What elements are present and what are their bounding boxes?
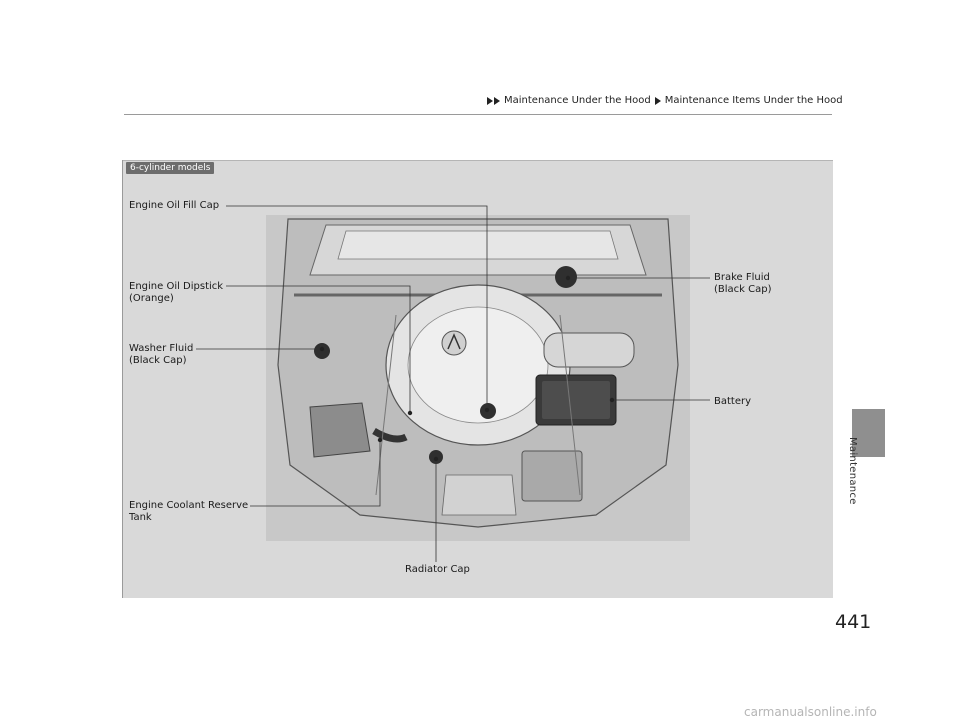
- label-washer-fluid-line2: (Black Cap): [129, 355, 187, 366]
- engine-bay-illustration: [277, 218, 679, 528]
- label-brake-fluid-line2: (Black Cap): [714, 284, 772, 295]
- breadcrumb-arrow-icon: [487, 96, 500, 105]
- header-divider: [124, 114, 832, 115]
- panel-top-border: [122, 160, 833, 161]
- label-radiator-cap: Radiator Cap: [405, 564, 470, 575]
- label-engine-oil-dipstick: Engine Oil Dipstick (Orange): [129, 281, 223, 305]
- label-engine-oil-fill-cap: Engine Oil Fill Cap: [129, 200, 220, 211]
- label-washer-fluid: Washer Fluid (Black Cap): [129, 343, 193, 367]
- panel-left-border: [122, 160, 123, 598]
- page-number: 441: [835, 611, 872, 633]
- section-tab-label[interactable]: Maintenance: [847, 437, 858, 505]
- section-tab-marker: [852, 409, 885, 457]
- breadcrumb-separator-icon: [654, 96, 661, 105]
- label-brake-fluid: Brake Fluid (Black Cap): [714, 272, 772, 296]
- label-brake-fluid-line1: Brake Fluid: [714, 272, 770, 283]
- label-engine-coolant-line1: Engine Coolant Reserve: [129, 500, 249, 511]
- model-badge: 6-cylinder models: [126, 162, 215, 174]
- label-engine-oil-dipstick-line2: (Orange): [129, 293, 174, 304]
- label-engine-coolant-line2: Tank: [129, 512, 152, 523]
- breadcrumb-item-maintenance-items[interactable]: Maintenance Items Under the Hood: [664, 95, 843, 106]
- breadcrumb-item-maintenance-under-hood[interactable]: Maintenance Under the Hood: [504, 95, 651, 106]
- breadcrumb: Maintenance Under the Hood Maintenance I…: [487, 95, 843, 106]
- label-battery: Battery: [714, 396, 752, 407]
- label-engine-coolant-reserve-tank: Engine Coolant Reserve Tank: [129, 500, 248, 524]
- watermark: carmanualsonline.info: [744, 705, 877, 719]
- label-washer-fluid-line1: Washer Fluid: [129, 343, 194, 354]
- label-engine-oil-dipstick-line1: Engine Oil Dipstick: [129, 281, 224, 292]
